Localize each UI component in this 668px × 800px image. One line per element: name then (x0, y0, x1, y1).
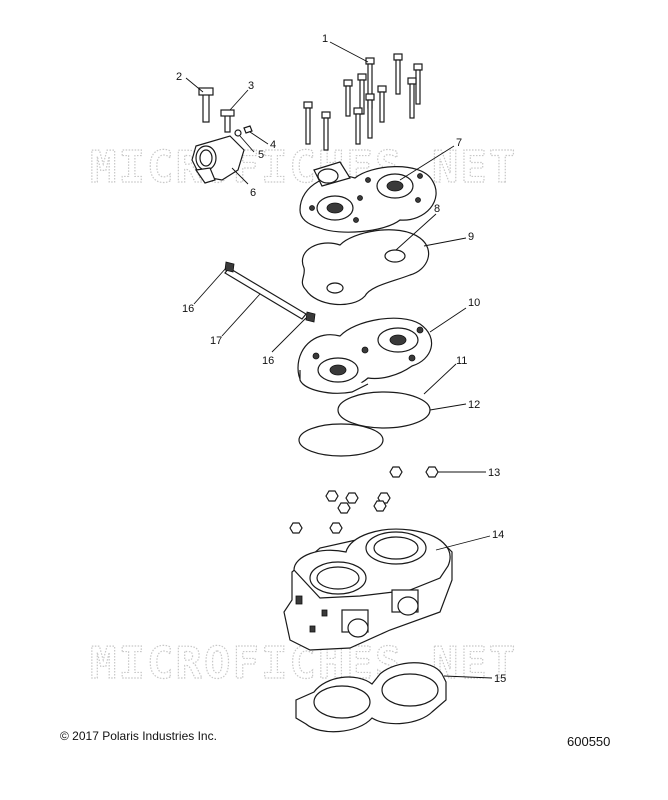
nut (425, 466, 439, 478)
water-tube (224, 261, 316, 323)
nut (337, 502, 351, 514)
callout-labels: 1 2 3 4 5 6 7 8 9 10 11 12 13 14 15 16 1… (176, 33, 506, 685)
base-gasket (295, 662, 447, 733)
callout-15: 15 (494, 673, 506, 685)
cylinder-block (283, 528, 453, 651)
cylinder-head (299, 161, 437, 233)
callout-10: 10 (468, 297, 480, 309)
head-cover (297, 317, 433, 394)
callout-9: 9 (468, 231, 474, 243)
nuts (289, 466, 439, 534)
nut (389, 466, 403, 478)
callout-4: 4 (270, 139, 276, 151)
watermark-top: MICROFICHES.NET (90, 142, 517, 193)
callout-5: 5 (258, 149, 264, 161)
thermostat-housing (191, 87, 253, 184)
head-gasket-oring (301, 229, 430, 306)
head-bolt (407, 77, 417, 119)
nut (345, 492, 359, 504)
callout-16a: 16 (182, 303, 194, 315)
nut (289, 522, 303, 534)
callout-7: 7 (456, 137, 462, 149)
callout-14: 14 (492, 529, 504, 541)
callout-8: 8 (434, 203, 440, 215)
nut (373, 500, 387, 512)
callout-11: 11 (456, 355, 467, 367)
callout-12: 12 (468, 399, 480, 411)
callout-6: 6 (250, 187, 256, 199)
head-bolt (393, 53, 403, 95)
callout-1: 1 (322, 33, 328, 45)
nut (329, 522, 343, 534)
callout-2: 2 (176, 71, 182, 83)
callout-17: 17 (210, 335, 222, 347)
callout-16b: 16 (262, 355, 274, 367)
callout-3: 3 (248, 80, 254, 92)
nut (325, 490, 339, 502)
head-bolt (365, 93, 375, 139)
head-bolt (413, 63, 423, 105)
head-bolt (343, 79, 353, 117)
leader-lines (185, 41, 493, 679)
head-bolt (353, 107, 363, 145)
diagram-number: 600550 (567, 734, 611, 749)
head-bolt (321, 111, 331, 151)
head-bolt (303, 101, 313, 145)
bolt-set (303, 53, 423, 151)
cylinder-orings (298, 391, 431, 457)
copyright-notice: © 2017 Polaris Industries Inc. (60, 729, 217, 743)
head-bolt (377, 85, 387, 123)
callout-13: 13 (488, 467, 500, 479)
